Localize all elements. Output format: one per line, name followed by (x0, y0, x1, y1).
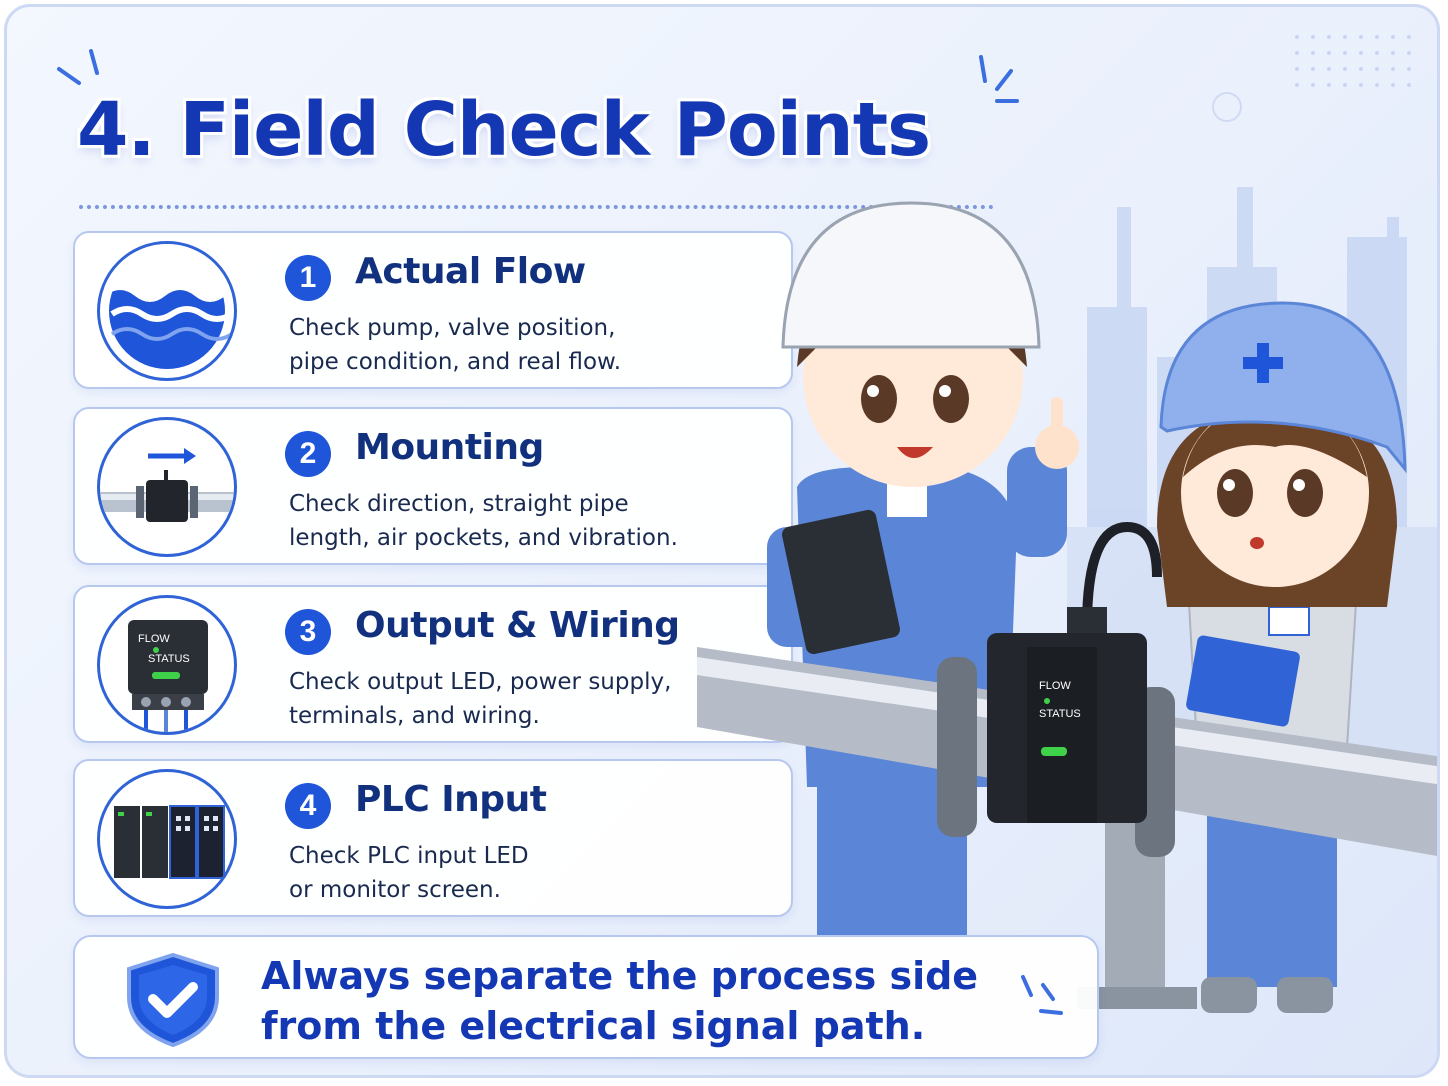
banner-line: Always separate the process side (261, 954, 979, 998)
card-title: Mounting (355, 427, 544, 468)
card-title: Actual Flow (355, 251, 586, 292)
water-wave-icon (97, 241, 237, 381)
desc-line: Check output LED, power supply, (289, 669, 672, 695)
banner-message: Always separate the process side from th… (261, 951, 978, 1051)
shield-check-icon (127, 953, 219, 1047)
engineers-illustration: FLOW STATUS (697, 201, 1437, 1013)
dot-grid (1295, 35, 1411, 87)
step-number-badge: 4 (285, 783, 331, 829)
plc-module-icon (97, 769, 237, 909)
card-description: Check PLC input LED or monitor screen. (289, 839, 789, 907)
desc-line: pipe condition, and real flow. (289, 349, 622, 375)
sensor-flow-label: FLOW (1039, 680, 1071, 692)
check-card-plc-input: 4 PLC Input Check PLC input LED or monit… (73, 759, 793, 917)
check-card-mounting: 2 Mounting Check direction, straight pip… (73, 407, 793, 565)
engineer-boy (767, 201, 1079, 937)
banner-line: from the electrical signal path. (261, 1004, 926, 1048)
title-text: Field Check Points (179, 87, 931, 173)
flow-status-device-icon: FLOW STATUS (97, 595, 237, 735)
sparkle-left-icon (57, 49, 99, 85)
check-card-output-wiring: FLOW STATUS 3 Output & Wiring Check outp… (73, 585, 793, 743)
card-description: Check direction, straight pipe length, a… (289, 487, 789, 555)
sparkle-right-icon (979, 55, 1019, 103)
device-flow-label: FLOW (138, 633, 170, 645)
desc-line: length, air pockets, and vibration. (289, 525, 678, 551)
sensor-status-label: STATUS (1039, 708, 1081, 720)
card-title: Output & Wiring (355, 605, 680, 646)
reminder-banner: Always separate the process side from th… (73, 935, 1099, 1059)
infographic-frame: 4. Field Check Points 1 Actual Flow Chec… (4, 4, 1440, 1078)
desc-line: Check pump, valve position, (289, 315, 616, 341)
check-card-actual-flow: 1 Actual Flow Check pump, valve position… (73, 231, 793, 389)
card-title: PLC Input (355, 779, 547, 820)
engineer-girl (1157, 301, 1407, 1013)
title-number: 4. (77, 87, 156, 173)
deco-circle (1212, 92, 1242, 122)
pipe-sensor-icon (97, 417, 237, 557)
step-number-badge: 3 (285, 609, 331, 655)
step-number-badge: 2 (285, 431, 331, 477)
pipe-support-base (1077, 987, 1197, 1009)
card-description: Check pump, valve position, pipe conditi… (289, 311, 789, 379)
desc-line: terminals, and wiring. (289, 703, 540, 729)
desc-line: or monitor screen. (289, 877, 501, 903)
step-number-badge: 1 (285, 255, 331, 301)
title-divider (79, 205, 994, 209)
card-description: Check output LED, power supply, terminal… (289, 665, 789, 733)
device-status-label: STATUS (148, 653, 190, 665)
sparkle-banner-icon (1021, 975, 1063, 1015)
page-title: 4. Field Check Points (77, 87, 931, 173)
desc-line: Check direction, straight pipe (289, 491, 629, 517)
desc-line: Check PLC input LED (289, 843, 529, 869)
flow-sensor: FLOW STATUS (987, 521, 1162, 823)
